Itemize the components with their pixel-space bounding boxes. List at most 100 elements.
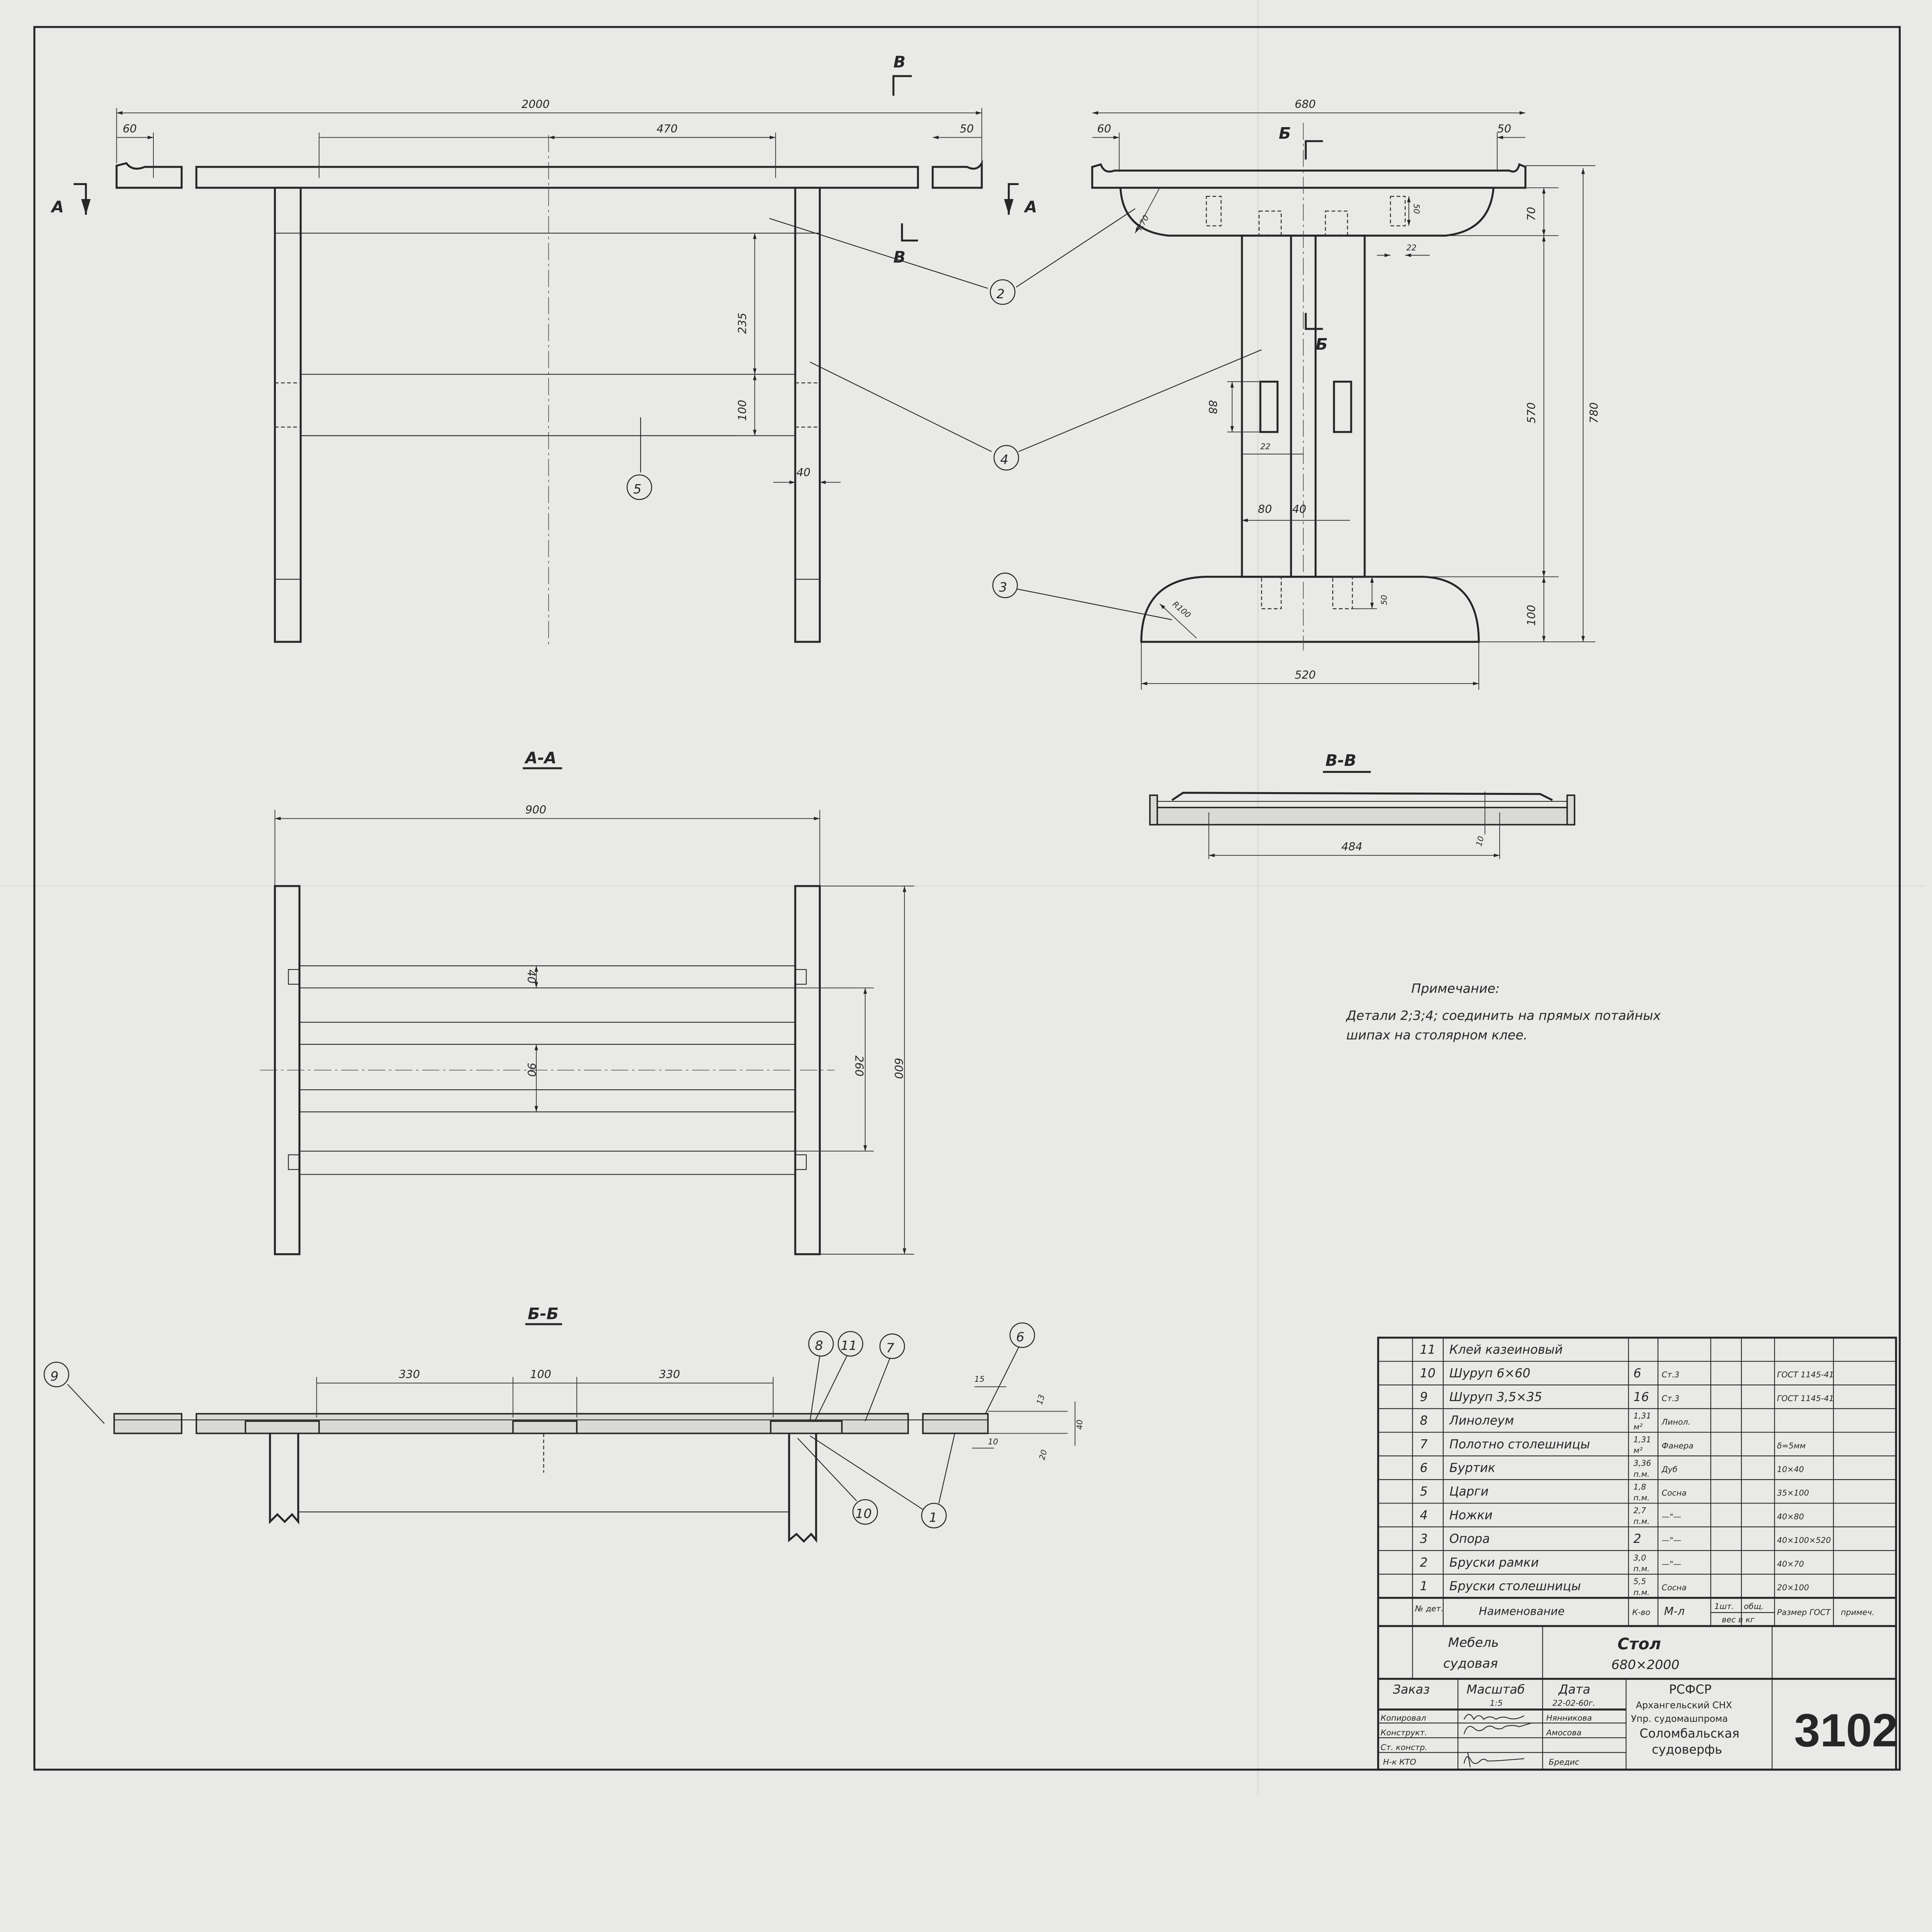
part-size: ГОСТ 1145-41: [1777, 1370, 1834, 1379]
org-line: судоверфь: [1652, 1743, 1722, 1757]
balloon-part-6: 6: [1009, 1322, 1035, 1348]
part-name: Буртик: [1449, 1461, 1495, 1475]
dim-upper: 235: [736, 313, 749, 334]
balloon-part-11: 11: [837, 1331, 864, 1357]
date-label: Дата: [1558, 1683, 1590, 1697]
header-unit-weight: 1шт.: [1714, 1602, 1734, 1611]
dim-height: 780: [1587, 402, 1600, 423]
dim-width: 680: [1295, 97, 1316, 111]
part-name: Линолеум: [1449, 1414, 1514, 1428]
role-name: Амосова: [1546, 1728, 1582, 1737]
part-size: 40×70: [1777, 1559, 1804, 1568]
part-number: 7: [1420, 1437, 1428, 1451]
part-quantity: 1,31: [1633, 1435, 1651, 1444]
role-label: Конструкт.: [1381, 1728, 1427, 1737]
svg-text:10: 10: [855, 1506, 872, 1521]
drawing-sheet: 2000 60 470 50 235 100 40 А А В В 2 4 5: [0, 0, 1924, 1794]
part-size: 20×100: [1777, 1583, 1809, 1592]
scale-label: Масштаб: [1466, 1683, 1525, 1697]
part-material: —"—: [1662, 1536, 1681, 1545]
section-mark-a-right: А: [1024, 197, 1037, 216]
part-quantity: 6: [1633, 1367, 1641, 1381]
part-unit: п.м.: [1633, 1588, 1650, 1597]
part-unit: м²: [1633, 1446, 1643, 1455]
section-mark-a-left: А: [50, 197, 64, 216]
balloon-part-3: 3: [992, 572, 1018, 598]
part-material: Сосна: [1662, 1488, 1686, 1498]
part-name: Полотно столешницы: [1449, 1437, 1590, 1451]
part-unit: п.м.: [1633, 1493, 1650, 1502]
part-quantity: 16: [1633, 1390, 1649, 1404]
section-mark-b-top: Б: [1279, 124, 1291, 143]
section-b-b-title: Б-Б: [528, 1304, 559, 1323]
balloon-part-9: 9: [44, 1362, 70, 1388]
dim-aa-slat: 40: [525, 969, 538, 983]
part-name: Бруски столешницы: [1449, 1580, 1581, 1594]
dim-rail: 100: [736, 400, 749, 421]
dim-gap: 40: [1292, 503, 1306, 516]
org-line: РСФСР: [1669, 1683, 1711, 1697]
org-line: Соломбальская: [1639, 1727, 1739, 1741]
part-size: δ=5мм: [1777, 1441, 1806, 1450]
section-mark-b-bottom: Б: [1316, 335, 1328, 354]
part-number: 5: [1420, 1485, 1428, 1499]
part-quantity: 2: [1633, 1532, 1641, 1546]
svg-text:2: 2: [997, 286, 1005, 301]
part-number: 10: [1420, 1367, 1435, 1381]
dim-overall-length: 2000: [522, 97, 550, 111]
dim-leg: 40: [796, 466, 810, 479]
header-qty: К-во: [1632, 1608, 1650, 1617]
scale-value: 1:5: [1490, 1699, 1503, 1708]
svg-text:6: 6: [1016, 1329, 1024, 1344]
part-name: Шуруп 3,5×35: [1449, 1390, 1542, 1404]
balloon-part-1: 1: [921, 1503, 947, 1529]
dim-base: 100: [1525, 605, 1538, 626]
part-number: 2: [1420, 1556, 1428, 1570]
section-b-b: Б-Б 330 100 330 15 13 20 40 10 9 8 11 7: [44, 1304, 1084, 1543]
dim-aa-overall: 900: [525, 803, 546, 816]
svg-text:3: 3: [999, 580, 1007, 595]
svg-text:11: 11: [841, 1338, 857, 1353]
part-material: —"—: [1662, 1559, 1681, 1568]
dim-bb-40: 40: [1075, 1420, 1084, 1430]
date-value: 22-02-60г.: [1553, 1699, 1595, 1708]
dim-leg-height: 570: [1525, 402, 1538, 423]
role-label: Н-к КТО: [1383, 1757, 1416, 1767]
section-v-v-title: В-В: [1325, 751, 1356, 770]
part-number: 6: [1420, 1461, 1428, 1475]
part-material: Сосна: [1662, 1583, 1686, 1592]
dim-bb-10: 10: [988, 1437, 998, 1446]
dim-side-right: 50: [1497, 122, 1511, 135]
front-view: 2000 60 470 50 235 100 40 А А В В 2 4 5: [50, 53, 1037, 645]
dim-frame: 70: [1525, 207, 1538, 221]
part-size: 40×100×520: [1777, 1536, 1831, 1545]
org-line: Упр. судомашпрома: [1631, 1713, 1728, 1724]
part-unit: п.м.: [1633, 1564, 1650, 1573]
svg-text:1: 1: [929, 1510, 937, 1525]
part-number: 8: [1420, 1414, 1428, 1428]
part-material: Линол.: [1661, 1417, 1690, 1427]
part-number: 9: [1420, 1390, 1428, 1404]
part-name: Бруски рамки: [1449, 1556, 1539, 1570]
role-name: Бредис: [1549, 1757, 1580, 1767]
dim-aa-spacing: 90: [525, 1063, 538, 1077]
product-name: Стол: [1617, 1635, 1661, 1653]
svg-text:4: 4: [1000, 452, 1008, 467]
header-no: № дет.: [1415, 1604, 1444, 1613]
specification-table: № дет. Наименование К-во М-л 1шт. общ. в…: [1377, 1337, 1897, 1771]
svg-text:9: 9: [50, 1369, 58, 1384]
svg-text:8: 8: [815, 1338, 823, 1353]
section-a-a: А-А 900 40 90 260 600: [260, 748, 915, 1255]
part-quantity: 1,31: [1633, 1411, 1651, 1420]
part-size: ГОСТ 1145-41: [1777, 1394, 1834, 1403]
part-number: 1: [1420, 1580, 1428, 1594]
dim-leg-width: 80: [1258, 503, 1272, 516]
part-material: Ст.3: [1662, 1370, 1679, 1379]
role-name: Нянникова: [1546, 1713, 1592, 1723]
